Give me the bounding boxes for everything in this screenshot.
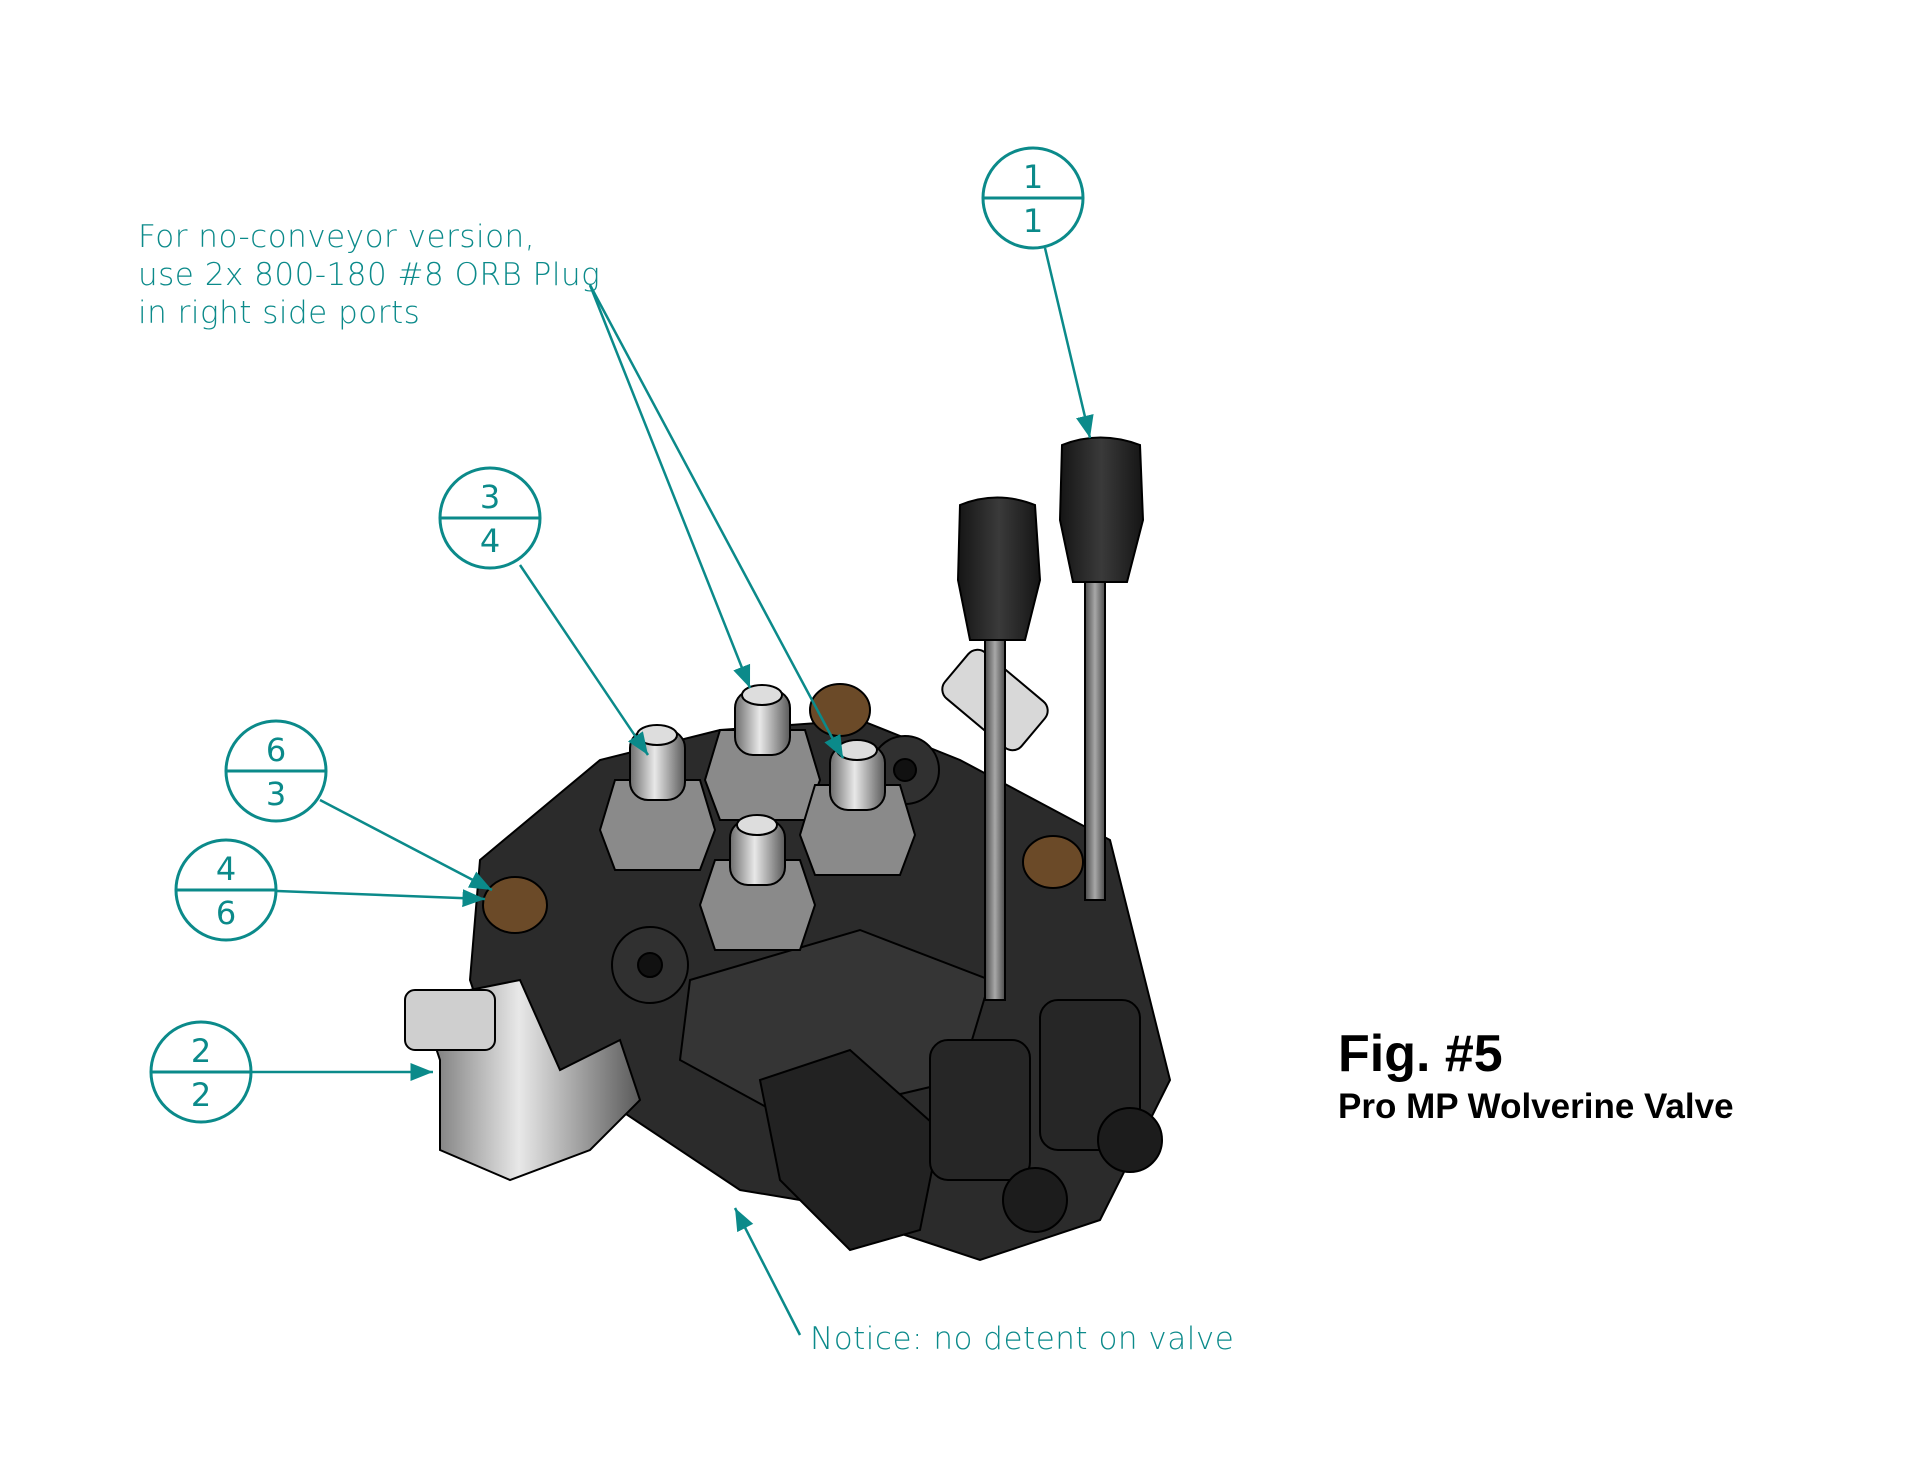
leader-plug-note-b — [588, 284, 845, 759]
figure-number: Fig. #5 — [1338, 1025, 1503, 1083]
plug-note-line-3: in right side ports — [138, 295, 421, 331]
balloon-3: 3 4 — [438, 466, 542, 570]
balloon-3-bottom: 4 — [480, 522, 500, 560]
balloon-2: 2 2 — [149, 1020, 253, 1124]
balloon-6: 6 3 — [224, 719, 328, 823]
plug-note: For no-conveyor version, use 2x 800-180 … — [138, 218, 600, 332]
plug-note-line-2: use 2x 800-180 #8 ORB Plug — [138, 257, 601, 293]
elbow-fitting — [404, 978, 642, 1182]
leader-balloon-1 — [1043, 247, 1094, 439]
balloon-4-top: 4 — [216, 850, 236, 888]
balloon-3-top: 3 — [480, 478, 500, 516]
balloon-4-bottom: 6 — [216, 894, 236, 932]
balloon-1-top: 1 — [1023, 158, 1043, 196]
balloon-6-top: 6 — [266, 731, 286, 769]
leader-balloon-3 — [518, 564, 650, 756]
detent-note: Notice: no detent on valve — [810, 1321, 1235, 1357]
control-levers — [956, 436, 1145, 1001]
balloon-2-top: 2 — [191, 1032, 211, 1070]
balloon-1-bottom: 1 — [1023, 202, 1043, 240]
leader-lines — [251, 247, 1094, 1336]
leader-detent-note — [733, 1207, 802, 1336]
balloon-1: 1 1 — [981, 146, 1085, 250]
leader-balloon-6 — [319, 798, 493, 892]
leader-plug-note-a — [588, 284, 752, 689]
balloon-2-bottom: 2 — [191, 1076, 211, 1114]
top-fittings — [598, 684, 917, 951]
figure-title: Pro MP Wolverine Valve — [1338, 1087, 1734, 1126]
plug-note-line-1: For no-conveyor version, — [138, 219, 536, 255]
balloon-4: 4 6 — [174, 838, 278, 942]
valve-body — [468, 648, 1172, 1262]
balloon-6-bottom: 3 — [266, 775, 286, 813]
leader-balloon-4 — [276, 889, 486, 908]
